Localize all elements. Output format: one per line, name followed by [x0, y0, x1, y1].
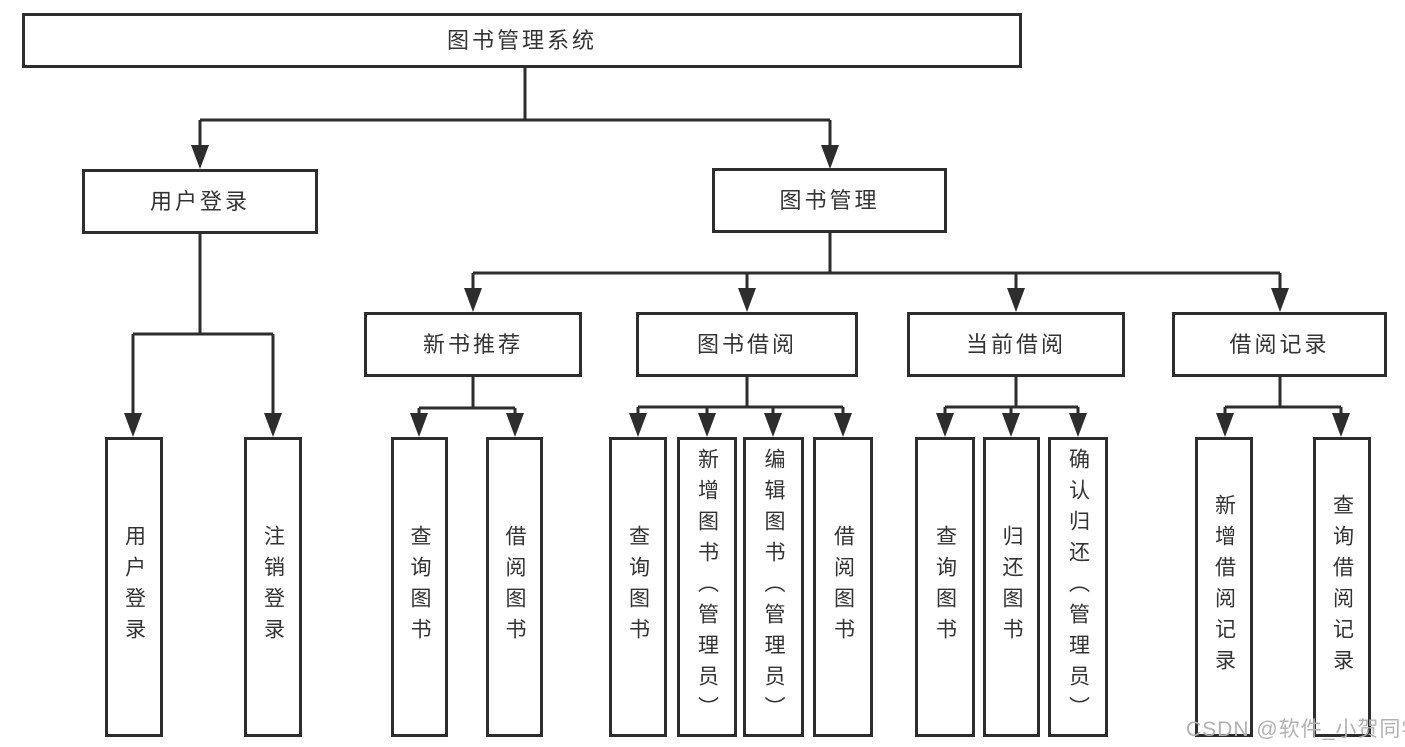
node-book-management: 图书管理	[712, 168, 947, 233]
leaf-br-query-record: 查询借阅记录	[1313, 437, 1371, 737]
node-book-borrow: 图书借阅	[636, 312, 858, 377]
node-new-book-recommend: 新书推荐	[364, 312, 582, 377]
leaf-bb-edit-book-admin: 编辑图书（管理员）	[743, 437, 804, 737]
leaf-bb-query-book: 查询图书	[609, 437, 667, 737]
node-user-login: 用户登录	[82, 169, 318, 234]
leaf-cb-confirm-return-admin: 确认归还（管理员）	[1048, 437, 1108, 737]
node-current-borrow: 当前借阅	[907, 312, 1125, 377]
leaf-cb-query-book: 查询图书	[915, 437, 975, 737]
leaf-cb-return-book: 归还图书	[983, 437, 1040, 737]
leaf-br-add-record: 新增借阅记录	[1195, 437, 1253, 737]
node-borrow-records: 借阅记录	[1172, 312, 1387, 377]
leaf-nbr-borrow-book: 借阅图书	[486, 437, 543, 737]
node-library-system: 图书管理系统	[22, 13, 1022, 68]
leaf-logout: 注销登录	[244, 437, 302, 737]
leaf-user-login: 用户登录	[105, 437, 163, 737]
leaf-bb-add-book-admin: 新增图书（管理员）	[677, 437, 737, 737]
csdn-watermark: CSDN @软件_小贺同学	[1186, 718, 1405, 741]
leaf-nbr-query-book: 查询图书	[391, 437, 448, 737]
leaf-bb-borrow-book: 借阅图书	[813, 437, 873, 737]
